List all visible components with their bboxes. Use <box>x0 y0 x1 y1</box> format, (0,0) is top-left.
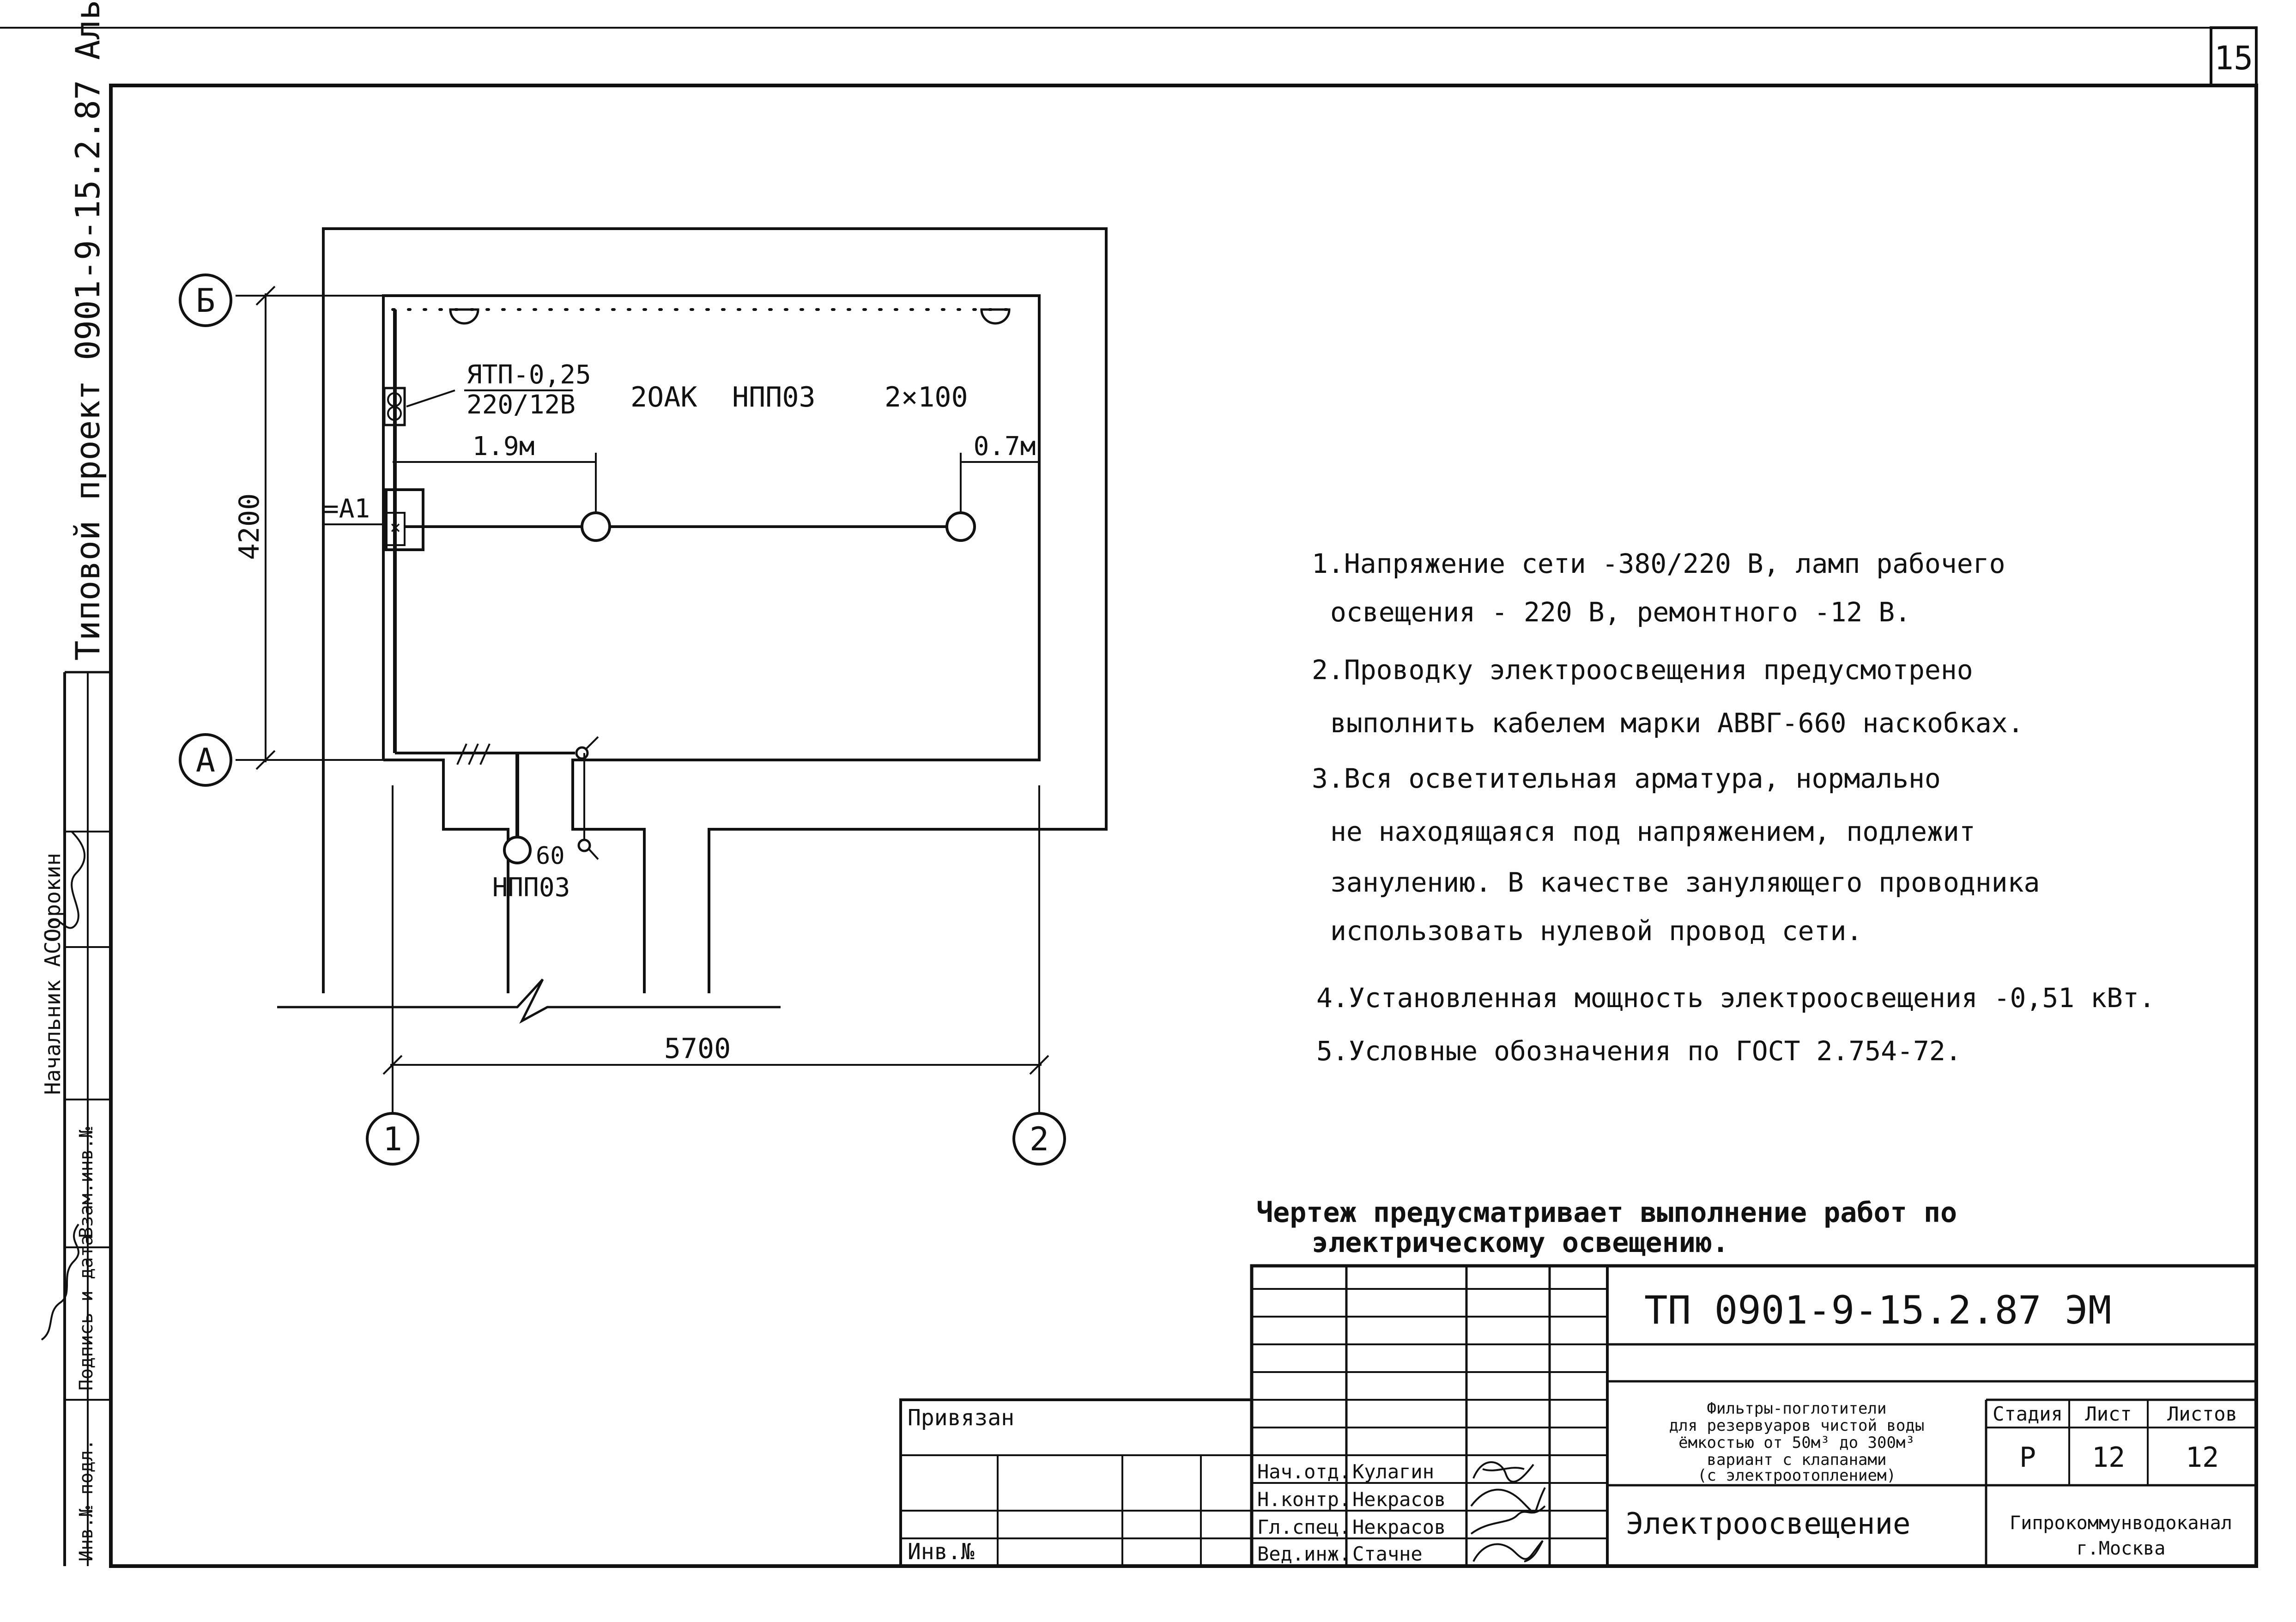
album-title: Типовой проект 0901-9-15.2.87 Альбом III <box>68 0 107 661</box>
break-line <box>277 978 781 1024</box>
lamps-main: 2×100 <box>884 381 968 413</box>
object-line-5: (с электроотоплением) <box>1697 1466 1896 1485</box>
stage-value: Р <box>2019 1441 2036 1474</box>
role-3: Гл.спец. <box>1257 1516 1351 1538</box>
privyazan-label: Привязан <box>908 1405 1014 1431</box>
note-line-7: занулению. В качестве зануляющего провод… <box>1330 867 2040 898</box>
signature-3 <box>1470 1505 1546 1535</box>
fixture-1 <box>581 511 611 542</box>
note-line-6: не находящаяся под напряжением, подлежит <box>1330 816 1975 847</box>
fixture-small <box>503 836 532 864</box>
note-line-5: 3.Вся осветительная арматура, нормально <box>1312 763 1941 794</box>
sheets-label: Листов <box>2167 1403 2237 1425</box>
notes: 1.Напряжение сети -380/220 В, ламп рабоч… <box>1312 548 2155 1067</box>
transformer-bottom: 220/12В <box>466 390 576 420</box>
inner-wall-left <box>383 759 509 993</box>
side-name: Сорокин <box>40 853 65 942</box>
project-code: ТП 0901-9-15.2.87 ЭМ <box>1644 1288 2111 1333</box>
role-4: Вед.инж. <box>1257 1543 1351 1565</box>
scope-line-1: Чертеж предусматривает выполнение работ … <box>1256 1197 1957 1229</box>
floor-plan: Б А 1 2 4200 5700 1.9м 0.7м <box>179 227 1108 1166</box>
axis-b-bubble <box>179 273 232 327</box>
axis-a-label: А <box>196 741 215 779</box>
fixture-type-main: НПП03 <box>732 381 816 413</box>
transformer-symbol <box>383 387 406 426</box>
stage-label: Стадия <box>1993 1403 2063 1425</box>
name-4: Стачне <box>1352 1543 1423 1565</box>
name-2: Некрасов <box>1352 1488 1446 1511</box>
power-small: 60 <box>536 842 565 870</box>
side-role: Начальник АСО <box>40 929 65 1095</box>
corner-fixture-right <box>980 308 1011 325</box>
signature-1 <box>1472 1461 1534 1483</box>
note-line-8: использовать нулевой провод сети. <box>1330 915 1862 947</box>
sheet-value: 12 <box>2092 1441 2125 1474</box>
sheet-frame: 15 <box>0 26 2258 1568</box>
object-line-4: вариант с клапанами <box>1707 1451 1887 1469</box>
panel-label: =А1 <box>323 494 370 524</box>
axis-1-label: 1 <box>383 1120 402 1158</box>
scope-line-2: электрическому освещению. <box>1312 1227 1729 1259</box>
axis-1-bubble <box>366 1112 419 1166</box>
switch-bottom <box>577 838 591 852</box>
side-col-inv: Инв.№ подл. <box>76 1439 97 1561</box>
drawing-name: Электроосвещение <box>1626 1507 1911 1541</box>
axis-2-bubble <box>1012 1112 1066 1166</box>
side-col-repl: Взам.инв.№ <box>76 1127 97 1238</box>
dim-height: 4200 <box>233 493 266 560</box>
object-line-1: Фильтры-поглотители <box>1707 1399 1887 1418</box>
name-1: Кулагин <box>1352 1460 1434 1483</box>
note-line-4: выполнить кабелем марки АВВГ-660 наскобк… <box>1330 707 2024 739</box>
corner-fixture-left <box>449 308 479 325</box>
name-3: Некрасов <box>1352 1516 1446 1538</box>
note-line-3: 2.Проводку электроосвещения предусмотрен… <box>1312 654 1973 686</box>
dim-width: 5700 <box>664 1033 731 1065</box>
note-line-2: освещения - 220 В, ремонтного -12 В. <box>1330 596 1911 628</box>
note-line-9: 4.Установленная мощность электроосвещени… <box>1316 982 2155 1014</box>
scope-note: Чертеж предусматривает выполнение работ … <box>1256 1197 1957 1259</box>
transformer-top: ЯТП-0,25 <box>466 360 591 390</box>
axis-2-label: 2 <box>1030 1120 1049 1158</box>
org-line-1: Гипрокоммунводоканал <box>2010 1513 2232 1534</box>
org-line-2: г.Москва <box>2077 1538 2166 1559</box>
inner-wall <box>382 294 1041 993</box>
object-line-2: для резервуаров чистой воды <box>1669 1416 1925 1435</box>
switch-top <box>575 746 589 760</box>
sheets-value: 12 <box>2186 1441 2219 1474</box>
side-stamp: Типовой проект 0901-9-15.2.87 Альбом III… <box>40 0 111 1566</box>
cable-label: 2ОАК <box>630 381 697 413</box>
outer-wall <box>322 227 1108 993</box>
signature-4 <box>1472 1540 1544 1562</box>
object-line-3: ёмкостью от 50м³ до 300м³ <box>1678 1434 1915 1452</box>
sheet-label: Лист <box>2085 1403 2132 1425</box>
axis-b-label: Б <box>196 282 215 320</box>
dim-left: 1.9м <box>473 431 535 462</box>
note-line-1: 1.Напряжение сети -380/220 В, ламп рабоч… <box>1312 548 2005 579</box>
side-signature <box>48 831 85 929</box>
sheet-number: 15 <box>2214 39 2253 77</box>
side-col-sign: Подпись и дата <box>76 1235 97 1391</box>
axis-a-bubble <box>179 733 232 787</box>
fixture-2 <box>945 511 976 542</box>
role-2: Н.контр. <box>1257 1488 1351 1511</box>
role-1: Нач.отд. <box>1257 1460 1351 1483</box>
side-signature-2 <box>41 1223 79 1341</box>
svg-text:×: × <box>390 517 401 538</box>
title-block: Привязан Инв.№ Нач.отд. Н.контр. Гл.спец… <box>899 1264 2258 1568</box>
note-line-10: 5.Условные обозначения по ГОСТ 2.754-72. <box>1316 1035 1962 1067</box>
dim-right: 0.7м <box>974 431 1036 462</box>
signature-2 <box>1470 1487 1546 1513</box>
inv-no-label: Инв.№ <box>908 1539 975 1565</box>
fixture-type-small: НПП03 <box>492 873 570 903</box>
